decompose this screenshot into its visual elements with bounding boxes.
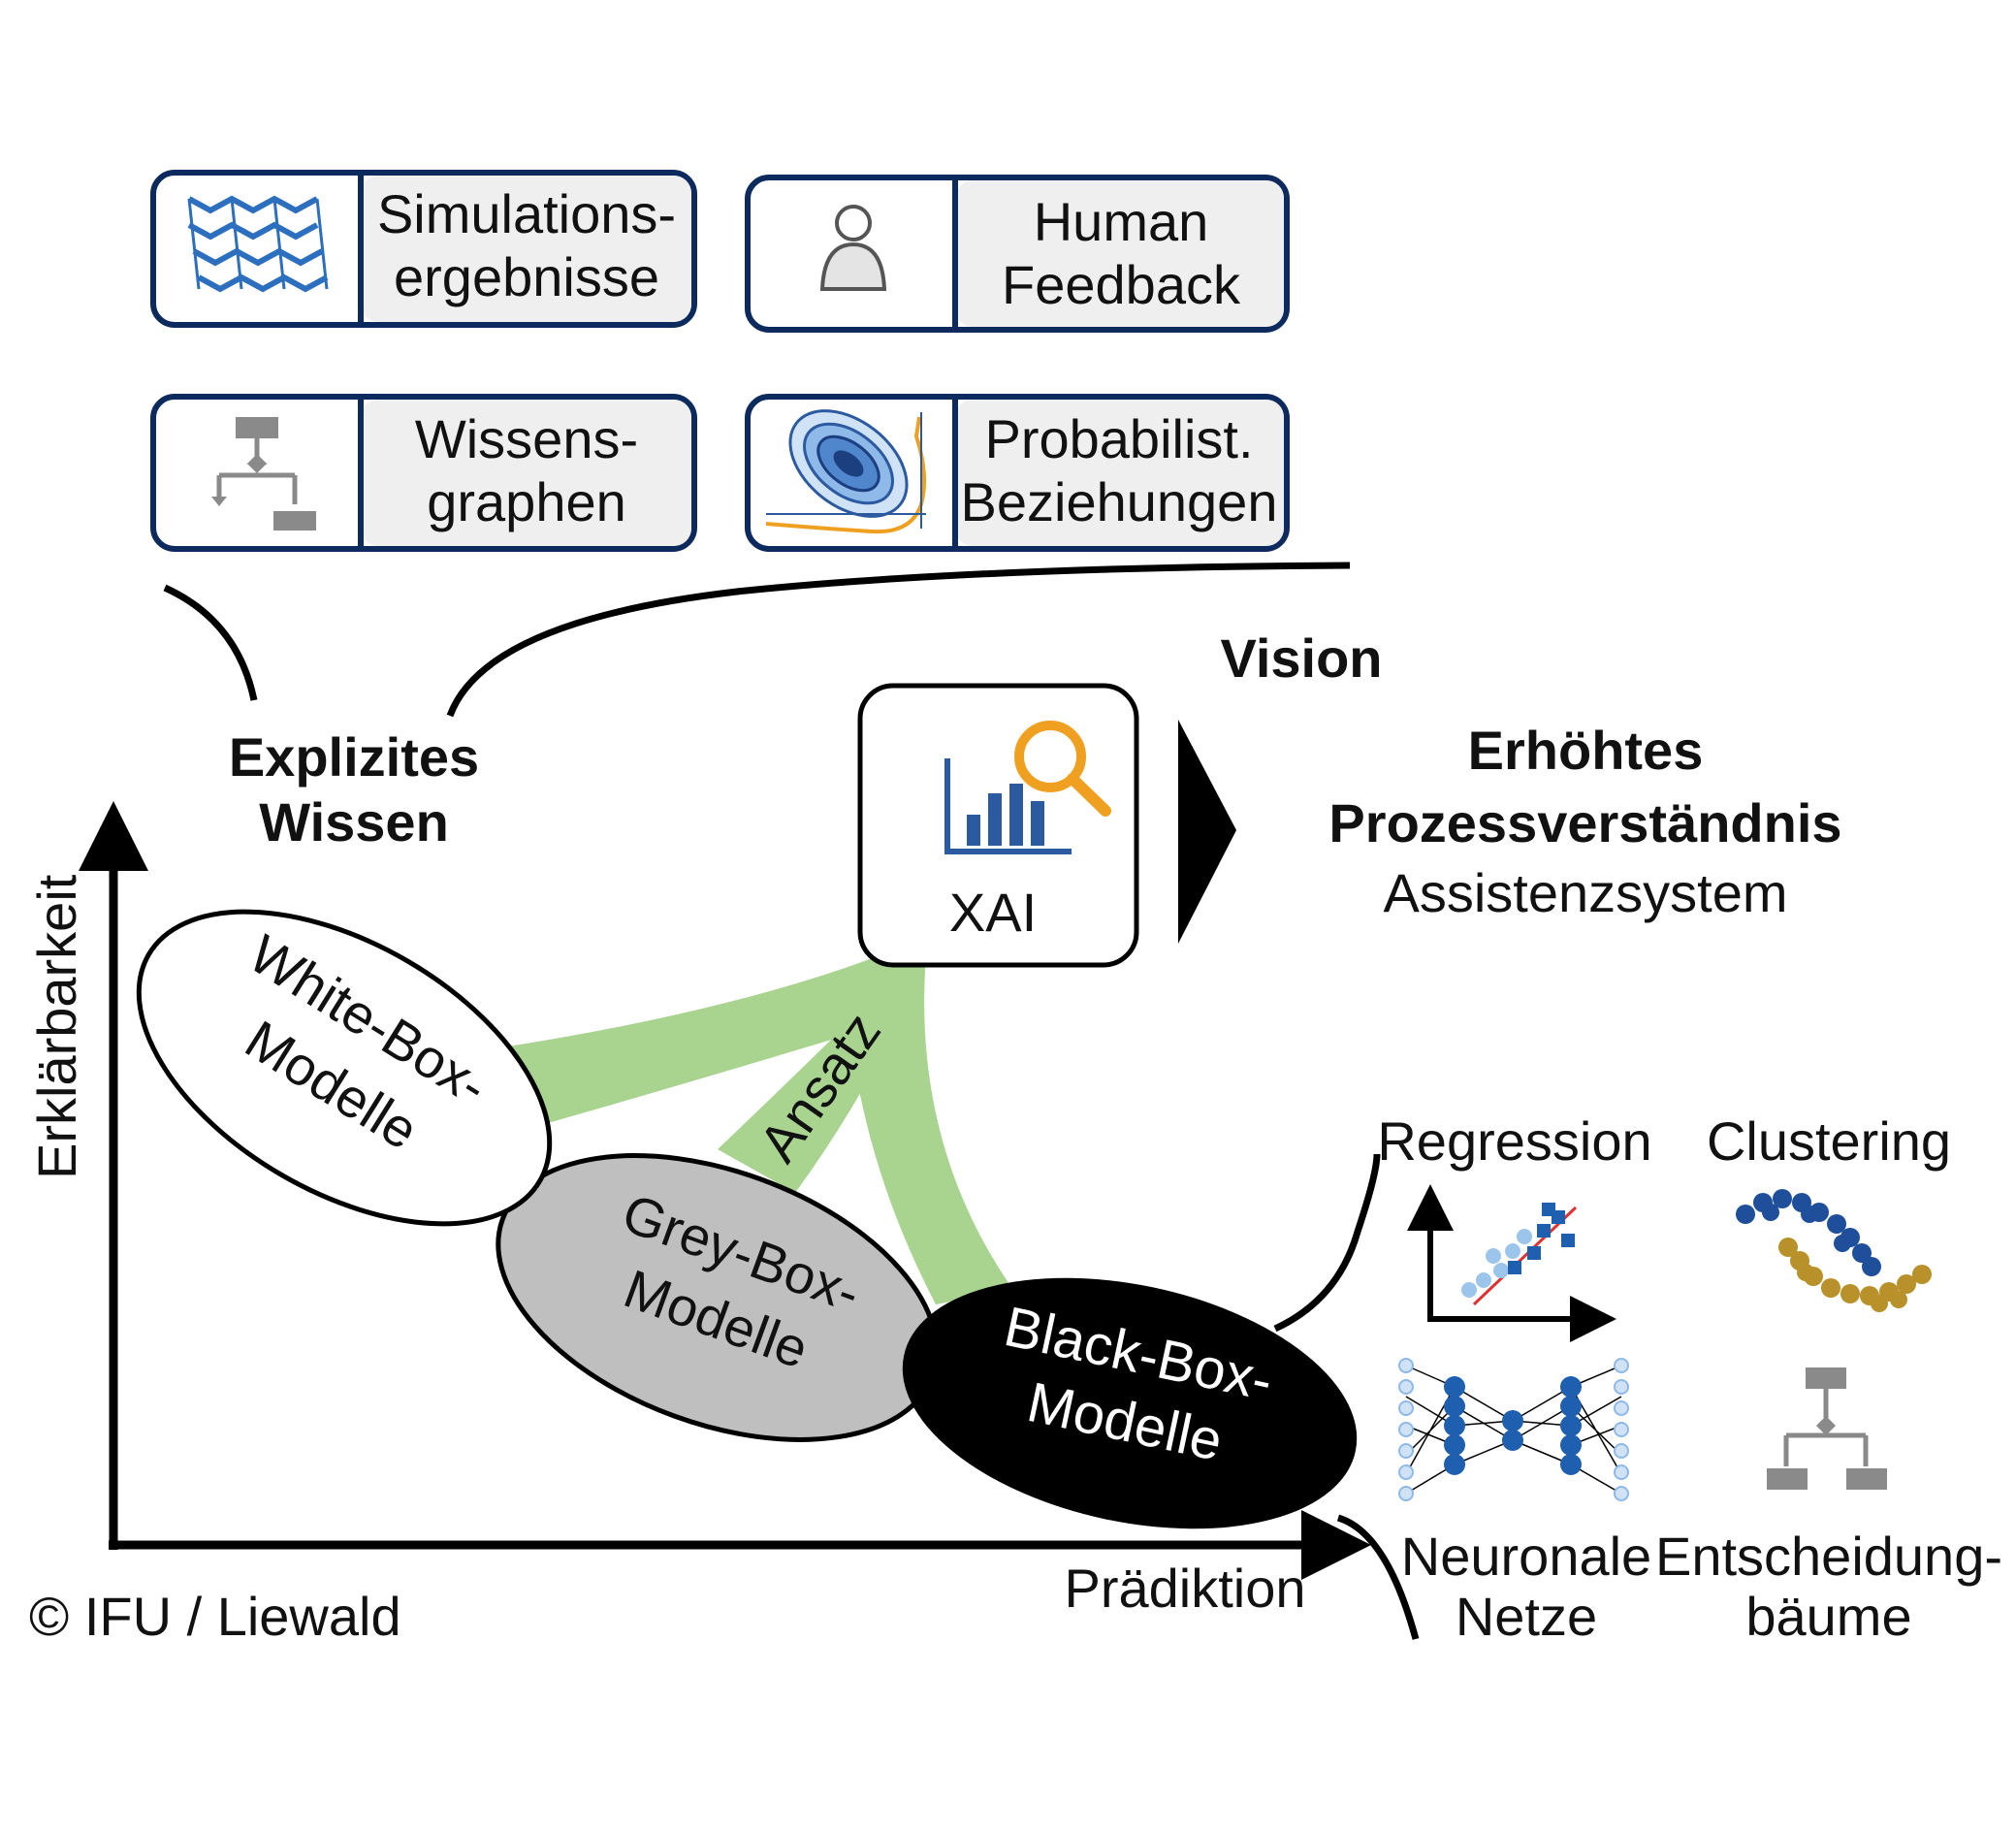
card-probabilistic-line1: Probabilist. xyxy=(984,408,1253,469)
card-knowledge-graphs: Wissens- graphen xyxy=(150,394,697,552)
connector-curve-right xyxy=(446,562,1351,718)
card-simulation-line1: Simulations- xyxy=(377,183,676,244)
explicit-knowledge-line2: Wissen xyxy=(259,791,449,852)
chart-magnifier-icon xyxy=(944,721,1111,854)
regression-icon xyxy=(1407,1184,1616,1342)
neural-network-icon xyxy=(1398,1358,1629,1501)
explicit-knowledge-line1: Explizites xyxy=(229,726,479,788)
card-knowledge-line2: graphen xyxy=(427,471,626,532)
xai-box: XAI xyxy=(857,683,1139,968)
black-box-models: Black-Box- Modelle xyxy=(902,1277,1358,1529)
card-probabilistic-line2: Beziehungen xyxy=(961,471,1278,532)
card-human-feedback: Human Feedback xyxy=(745,175,1290,333)
connector-curve-left xyxy=(163,584,258,701)
regression-label: Regression xyxy=(1377,1110,1651,1172)
card-human-line1: Human xyxy=(1034,191,1209,252)
outcome-line2: Prozessverständnis xyxy=(1328,792,1841,853)
ml-connector-lower xyxy=(1336,1514,1420,1640)
neural-line1: Neuronale xyxy=(1401,1526,1651,1587)
card-knowledge-line1: Wissens- xyxy=(415,408,638,469)
tree-line2: bäume xyxy=(1745,1586,1911,1647)
person-icon xyxy=(819,205,887,291)
decision-tree-icon xyxy=(1767,1367,1887,1490)
xai-label: XAI xyxy=(949,882,1037,943)
approach-band xyxy=(490,941,1013,1304)
clustering-label: Clustering xyxy=(1707,1110,1951,1172)
vision-label: Vision xyxy=(1220,627,1382,689)
knowledge-graph-icon xyxy=(211,417,316,531)
neural-line2: Netze xyxy=(1456,1586,1597,1647)
ml-connector-upper xyxy=(1273,1153,1381,1333)
grey-box-models: Grey-Box- Modelle xyxy=(496,1153,940,1442)
outcome-line1: Erhöhtes xyxy=(1468,720,1704,781)
y-axis-label: Erklärbarkeit xyxy=(26,874,87,1179)
card-simulation-line2: ergebnisse xyxy=(394,246,659,307)
tree-line1: Entscheidung- xyxy=(1655,1526,2002,1587)
copyright: © IFU / Liewald xyxy=(29,1586,401,1647)
white-box-models: White-Box- Modelle xyxy=(136,909,553,1227)
x-axis-label: Prädiktion xyxy=(1064,1558,1305,1619)
card-human-line2: Feedback xyxy=(1002,254,1241,315)
probability-contour-icon xyxy=(765,409,926,534)
card-simulation-results: Simulations- ergebnisse xyxy=(150,170,697,328)
clustering-icon xyxy=(1736,1189,1932,1312)
outcome-line3: Assistenzsystem xyxy=(1384,862,1788,923)
vision-arrow xyxy=(1178,720,1236,944)
simulation-mesh-icon xyxy=(187,195,329,293)
card-probabilistic-relations: Probabilist. Beziehungen xyxy=(745,394,1290,552)
